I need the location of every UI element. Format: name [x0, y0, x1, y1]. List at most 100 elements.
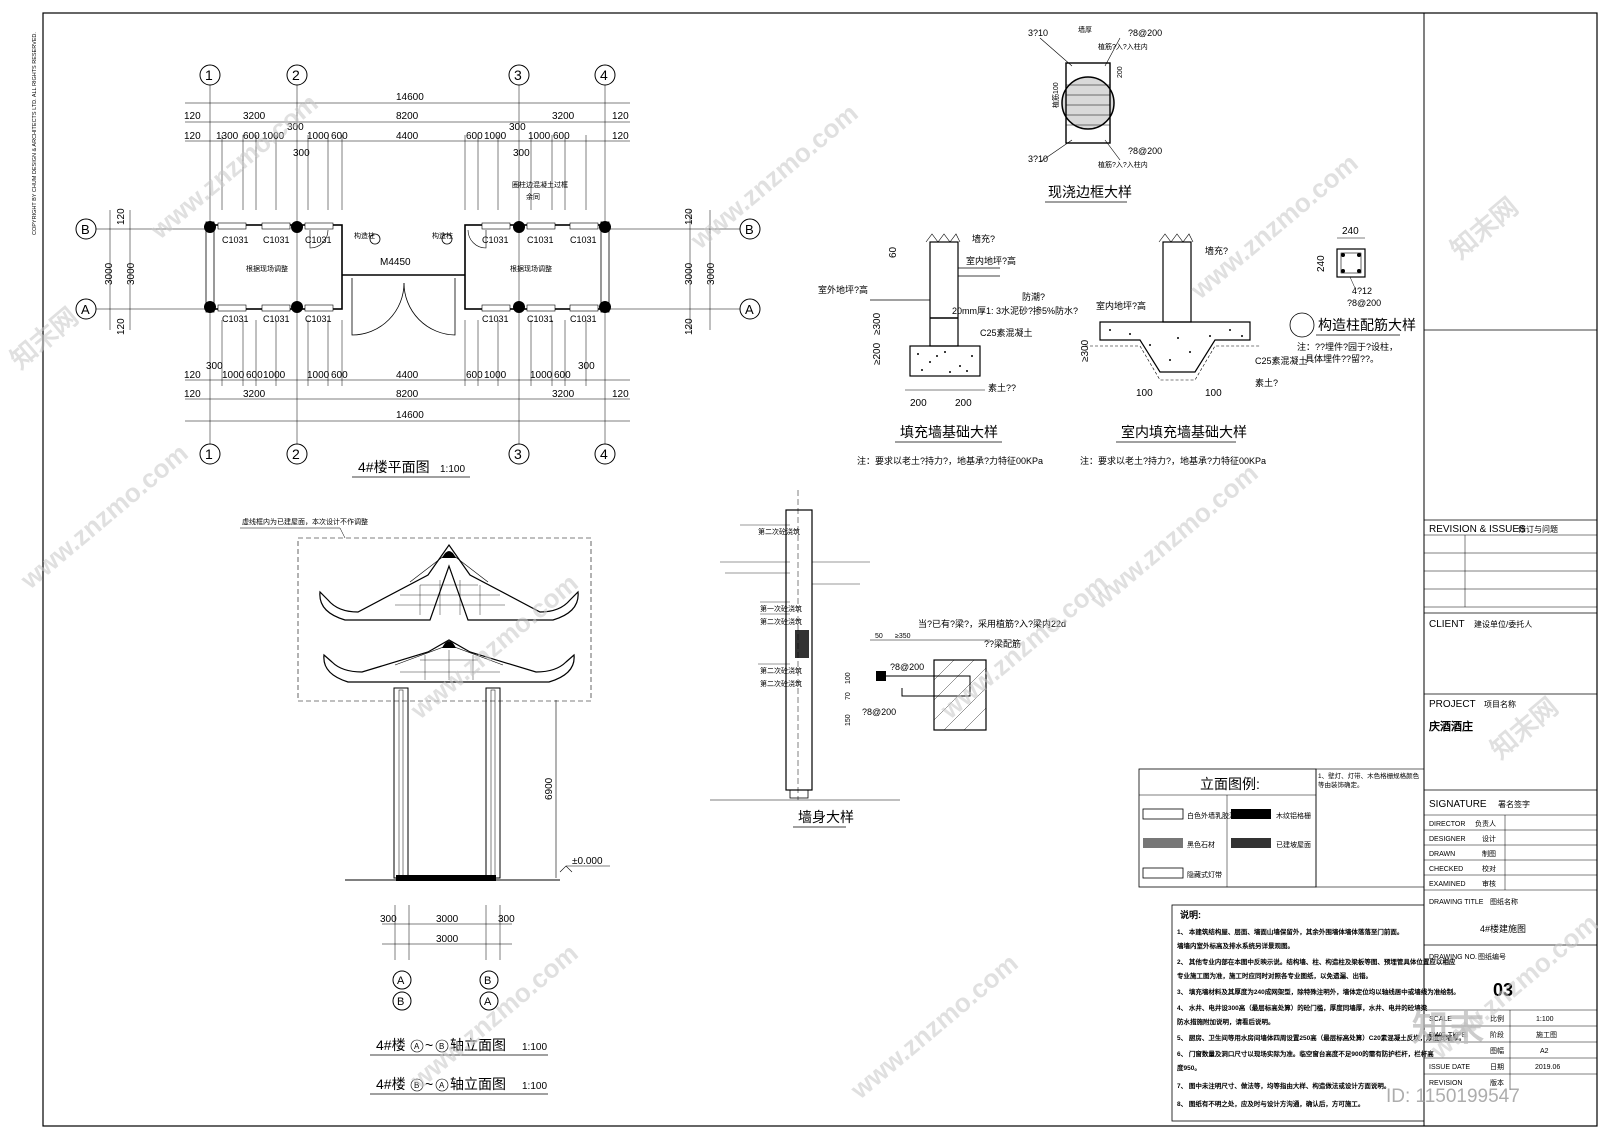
role-label-cn: 设计: [1482, 834, 1496, 843]
wall-detail-label: 第二次砼浇筑: [760, 666, 802, 675]
dim-label: ≥200: [872, 342, 883, 365]
dim-label: 300: [498, 914, 515, 925]
dim-label: 3000: [684, 262, 695, 285]
note-line: 专业施工图为准，施工时应同时对照各专业图纸，以免遗漏、出错。: [1177, 971, 1372, 980]
frame-detail: 3?10 墙厚 ?8@200 植筋?入?入柱内 200 植筋100 ?8@200…: [1028, 25, 1162, 203]
dim-label: 3200: [552, 111, 575, 122]
project-name: 庆酒酒庄: [1428, 719, 1473, 733]
titleblock: REVISION & ISSUES 修订与问题 CLIENT 建设单位/委托人 …: [1424, 329, 1597, 1090]
foundation-label: 室内地坪?高: [1096, 300, 1146, 311]
window-label: C1031: [305, 314, 332, 324]
issue-heading: ISSUE DATE: [1429, 1064, 1470, 1071]
column-dim: 240: [1342, 226, 1359, 237]
column-detail: 240 240 4?12 ?8@200 构造柱配筋大样 注：??埋件?园于?设柱…: [1289, 226, 1416, 364]
note-line: 6、 门窗数量及洞口尺寸以现场实际为准。临空窗台高度不足900的需有防护栏杆，栏…: [1177, 1049, 1434, 1058]
beam-stirrup: ?8@200: [862, 707, 896, 717]
role-label: DIRECTOR: [1429, 821, 1465, 828]
notes: 说明: 1、 本建筑结构屋、层面、墙面山墙保留外，其余外围墙体墙体落落至门前面。…: [1171, 904, 1465, 1122]
revision-heading-cn: 版本: [1490, 1078, 1504, 1087]
axis-label: A: [484, 996, 492, 1008]
note-line: 8、 图纸有不明之处，应及时与设计方沟通，确认后，方可施工。: [1177, 1099, 1364, 1108]
dim-label: 4400: [396, 131, 419, 142]
foundation-label: 墙充?: [1205, 245, 1228, 256]
column-dim: 240: [1316, 255, 1327, 272]
watermark-text: 知末网: [5, 301, 84, 374]
dim-total: 14600: [396, 92, 424, 103]
note-line: 1、 本建筑结构屋、层面、墙面山墙保留外，其余外围墙体墙体落落至门前面。: [1177, 927, 1403, 936]
role-label-cn: 制图: [1482, 849, 1496, 858]
dim-label: 120: [612, 131, 629, 142]
signature-heading-cn: 署名签字: [1498, 799, 1530, 809]
dim-label: 3000: [126, 262, 137, 285]
axis-label: 4: [600, 67, 608, 83]
dim-label: 120: [612, 389, 629, 400]
dim-label: 3000: [104, 262, 115, 285]
foundation-label: C25素混凝土: [1255, 355, 1308, 366]
wall-detail-title: 墙身大样: [798, 809, 854, 825]
window-label: C1031: [527, 235, 554, 245]
column-note: 具体埋件??留??。: [1305, 353, 1379, 364]
watermark-text: www.znzmo.com: [844, 948, 1024, 1106]
dim-label: 300: [293, 148, 310, 159]
dim-label: 3200: [243, 111, 266, 122]
dim-label: 600: [246, 370, 263, 381]
dim-label: 600: [466, 370, 483, 381]
revision-heading-cn: 修订与问题: [1518, 524, 1558, 534]
foundation-label: 素土?: [1255, 377, 1278, 388]
dim-label: 600: [553, 131, 570, 142]
foundation-label: 墙充?: [972, 233, 995, 244]
watermark-text: www.znzmo.com: [404, 938, 584, 1096]
frame-label: 墙厚: [1078, 25, 1092, 34]
foundation-note: 注：要求以老土?持力?，地基承?力特征00KPa: [1080, 455, 1266, 466]
issue-heading-cn: 日期: [1490, 1063, 1504, 1071]
role-label-cn: 负责人: [1475, 819, 1496, 828]
dim-label: 300: [509, 122, 526, 133]
dim-label: 1000: [222, 370, 245, 381]
svg-text:轴立面图: 轴立面图: [450, 1076, 506, 1092]
dim-label: 1000: [262, 131, 285, 142]
foundation-label: 室外地坪?高: [818, 284, 868, 295]
dim-label: ≥300: [872, 312, 883, 335]
note-line: 4、 水井、电井设300高（最层标高处算）的砼门槛，厚度同墙厚，水井、电井的砼墙…: [1177, 1003, 1428, 1012]
elevation-note: 虚线框内为已建屋面，本次设计不作调整: [242, 517, 368, 526]
client-heading-cn: 建设单位/委托人: [1474, 619, 1532, 629]
scale-heading-cn: 比例: [1490, 1014, 1504, 1023]
notes-title: 说明:: [1180, 909, 1201, 920]
frame-label: 植筋?入?入柱内: [1098, 42, 1148, 51]
svg-text:B: B: [439, 1042, 444, 1051]
plan-axis-top: 1 2 3 4: [199, 64, 616, 86]
legend-item: 白色外墙乳胶漆: [1187, 811, 1236, 820]
beam-dim: 70: [845, 692, 852, 700]
column-note: 注：??埋件?园于?设柱，: [1297, 341, 1398, 352]
window-label: C1031: [305, 235, 332, 245]
watermark-text: www.znzmo.com: [1184, 148, 1364, 306]
frame-label: 植筋?入?入柱内: [1098, 160, 1148, 169]
frame-label: 3?10: [1028, 154, 1048, 164]
beam-note: 当?已有?梁?，采用植筋?入?梁内22d: [918, 618, 1066, 629]
dim-label: ≥300: [1080, 339, 1091, 362]
dim-total: 14600: [396, 410, 424, 421]
plan-note: 圈柱边混凝土过框: [512, 180, 568, 189]
dim-label: 100: [1136, 388, 1153, 399]
scale-value: 1:100: [1536, 1016, 1554, 1023]
foundation-label: 素土??: [988, 382, 1016, 393]
note-line: 3、 填充墙材料及其厚度为240成网架型，除特殊注明外，墙体定位均以轴线居中或墙…: [1177, 987, 1460, 996]
dim-label: 120: [116, 318, 127, 335]
construct-col-label: 构造柱: [354, 231, 375, 240]
window-label: C1031: [482, 314, 509, 324]
window-label: C1031: [222, 314, 249, 324]
svg-text:B: B: [414, 1081, 419, 1090]
beam-dim: 100: [845, 672, 852, 684]
issue-value: 2019.06: [1535, 1064, 1560, 1071]
watermark-text: www.znzmo.com: [934, 568, 1114, 726]
dim-label: 600: [466, 131, 483, 142]
dim-label: 200: [910, 398, 927, 409]
dim-label: 8200: [396, 389, 419, 400]
dim-label: 3000: [436, 914, 459, 925]
project-heading-cn: 项目名称: [1484, 699, 1516, 709]
dwgtype-heading: DWG TYPE: [1429, 1032, 1467, 1039]
note-line: 5、 厨房、卫生间等用水房间墙体四周设置250高（最层标高处算）C20素混凝土反…: [1177, 1033, 1465, 1042]
beam-label: ??梁配筋: [984, 638, 1021, 649]
legend-note: 1、壁灯、灯带、木色格栅规格颜色等由装饰确定。: [1318, 773, 1420, 789]
axis-label: 2: [292, 446, 300, 462]
